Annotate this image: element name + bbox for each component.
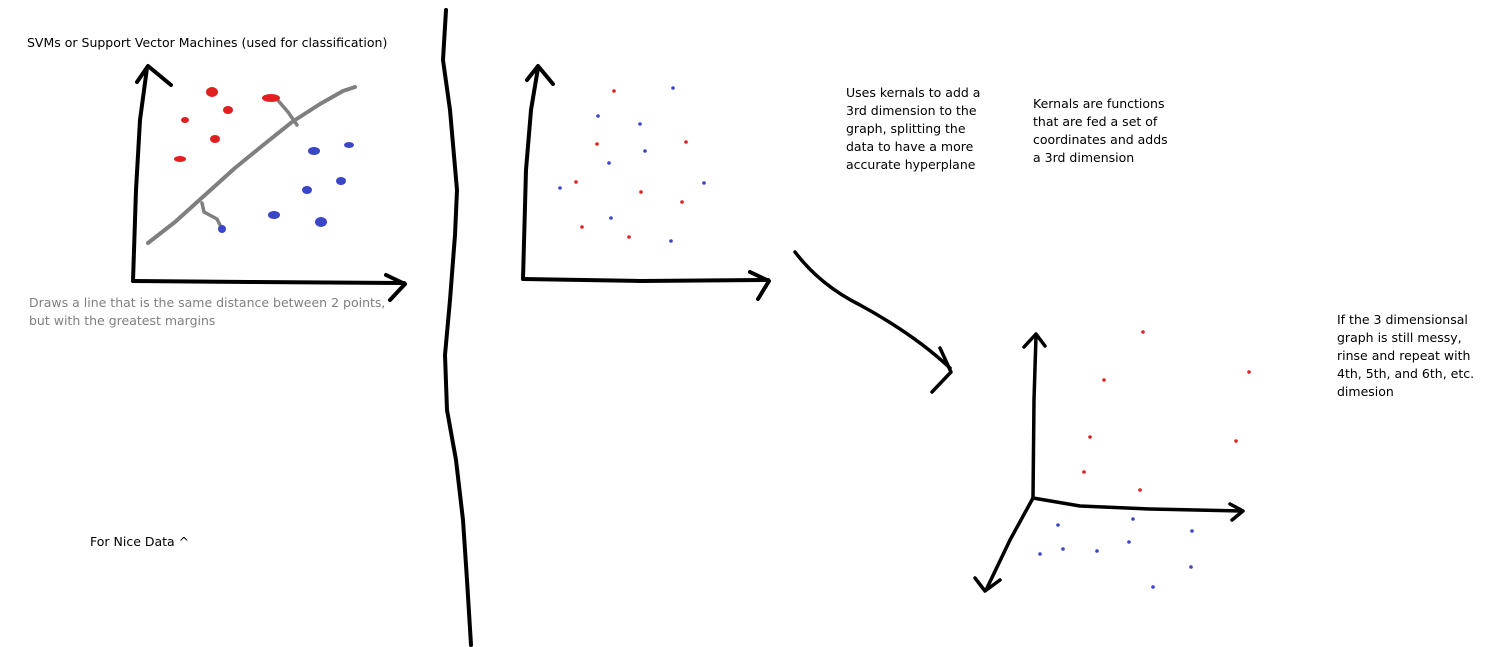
class-a-dot [627,235,631,239]
nice-data-x-axis [131,279,406,285]
class-b-dots [558,86,706,243]
class-a-dot [684,140,688,144]
class-b-dot [1095,549,1099,553]
class-b-dot [1190,529,1194,533]
class-b-blob [336,177,346,185]
class-b-dot [671,86,675,90]
class-a-dots [574,89,688,239]
class-a-blobs [174,87,280,162]
class-a-dot [639,190,643,194]
class-b-blob [268,211,280,219]
class-b-dot [669,239,673,243]
class-b-blob [302,186,312,194]
class-b-blobs [218,142,354,233]
class-b-dot [702,181,706,185]
class-a-blob [206,87,218,97]
three-dimensional-graph [973,330,1251,593]
class-a-blob [174,156,186,162]
class-a-dot [574,180,578,184]
class-a-3d-dots [1082,330,1251,492]
transform-arrow-shaft [793,250,952,370]
nice-data-y-axis [131,66,149,283]
support-vector-connector-top [273,95,299,127]
class-b-dot [1189,565,1193,569]
nice-data-x-arrowhead [384,273,407,302]
class-a-blob [262,94,280,102]
class-b-blob [344,142,354,148]
class-a-blob [210,135,220,143]
messy-data-x-arrowhead [748,270,771,301]
class-a-dot [680,200,684,204]
class-b-dot [1056,523,1060,527]
messy-graph-note: If the 3 dimensionsal graph is still mes… [1337,312,1475,399]
class-a-dot [1247,370,1251,374]
class-a-dot [1088,435,1092,439]
class-b-blob [218,225,226,233]
class-a-blob [223,106,233,114]
3d-x-axis [1031,496,1244,513]
margin-explanation-note: Draws a line that is the same distance b… [29,295,386,328]
transform-arrowhead [930,346,953,394]
class-a-dot [1138,488,1142,492]
class-b-3d-dots [1038,517,1194,589]
svm-title-note: SVMs or Support Vector Machines (used fo… [27,35,388,50]
transform-arrow [793,250,953,394]
kernel-definition-note: Kernals are functions that are fed a set… [1033,96,1168,165]
class-b-dot [1131,517,1135,521]
class-b-dot [607,161,611,165]
messy-data-x-axis [521,277,770,283]
class-b-dot [558,186,562,190]
class-a-blob [181,117,189,123]
class-b-dot [638,122,642,126]
class-b-dot [1127,540,1131,544]
class-a-dot [1102,378,1106,382]
class-b-blob [315,217,327,227]
class-a-dot [580,225,584,229]
3d-x-arrowhead [1228,502,1245,522]
messy-data-y-arrowhead [525,64,555,86]
support-vector-connector-bottom [200,201,224,231]
class-a-dot [595,142,599,146]
hyperplane-line [146,85,357,245]
class-b-dot [1038,552,1042,556]
3d-z-arrowhead [1022,332,1047,349]
class-b-dot [596,114,600,118]
class-b-dot [1061,547,1065,551]
nice-data-caption: For Nice Data ^ [90,534,190,549]
3d-z-axis [1031,334,1038,500]
class-b-blob [308,147,320,155]
nice-data-y-arrowhead [135,64,173,87]
messy-data-graph [521,64,771,301]
nice-data-graph [131,64,407,302]
class-a-dot [1234,439,1238,443]
class-b-dot [643,149,647,153]
class-b-dot [1151,585,1155,589]
3d-y-axis [985,496,1035,590]
section-divider [441,8,473,647]
messy-data-y-axis [521,66,540,281]
kernel-usage-note: Uses kernals to add a 3rd dimension to t… [846,85,981,172]
class-b-dot [609,216,613,220]
3d-y-arrowhead [973,576,1002,593]
class-a-dot [1141,330,1145,334]
class-a-dot [612,89,616,93]
class-a-dot [1082,470,1086,474]
